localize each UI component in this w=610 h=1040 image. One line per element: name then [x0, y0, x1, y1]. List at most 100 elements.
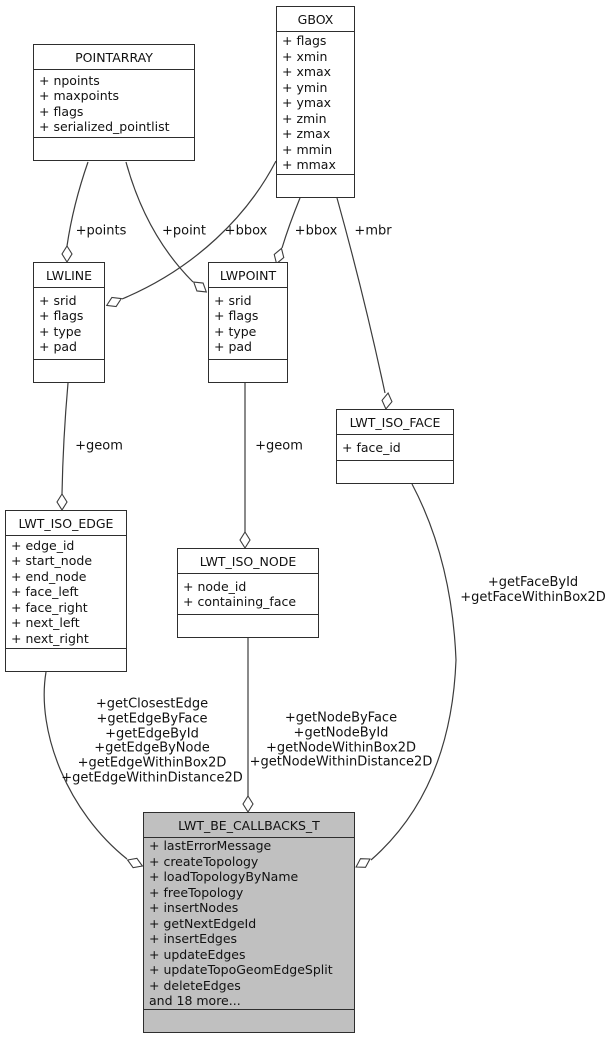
aggregation-diamond [105, 296, 123, 308]
edge-label-point: +point [161, 223, 207, 239]
class-attribute: + type [214, 323, 257, 339]
edge-label-line: +getClosestEdge [95, 696, 209, 712]
class-attribute: + mmax [282, 157, 336, 173]
edge-label-line: +getEdgeWithinDistance2D [61, 770, 243, 786]
class-methods-empty [277, 175, 354, 197]
class-attribute: + flags [282, 33, 327, 49]
class-methods-empty [6, 649, 126, 671]
class-attributes: + lastErrorMessage + createTopology + lo… [144, 838, 354, 1010]
class-title: POINTARRAY [34, 45, 194, 70]
edge-label-mbr: +mbr [354, 223, 392, 239]
class-attribute: + start_node [11, 553, 93, 569]
class-title: LWPOINT [209, 263, 287, 288]
class-box-pointarray[interactable]: POINTARRAY + npoints + maxpoints + flags… [33, 44, 195, 161]
class-box-lwt-iso-edge[interactable]: LWT_ISO_EDGE + edge_id + start_node + en… [5, 510, 127, 672]
edge-label-line: +getFaceWithinBox2D [460, 590, 606, 605]
edge-label-bbox-lwpoint: +bbox [294, 223, 338, 239]
class-title: LWT_ISO_EDGE [6, 511, 126, 536]
class-attribute: + lastErrorMessage [149, 838, 272, 854]
edge-label-line: +getNodeWithinDistance2D [249, 754, 433, 770]
edge-gbox-lwpoint-bbox [281, 197, 301, 249]
class-methods-empty [209, 360, 287, 382]
class-attributes: + face_id [337, 435, 453, 461]
edge-lwline-isoedge-geom [61, 382, 69, 495]
class-title: LWT_BE_CALLBACKS_T [144, 813, 354, 838]
class-attribute: + serialized_pointlist [39, 119, 170, 134]
class-attribute: + ymin [282, 79, 328, 95]
edge-label-line: +getEdgeByNode [94, 741, 210, 756]
edge-label-bbox-lwline: +bbox [224, 223, 268, 239]
class-box-lwt-be-callbacks-t[interactable]: LWT_BE_CALLBACKS_T + lastErrorMessage + … [143, 812, 355, 1033]
class-attribute: + pad [214, 339, 252, 354]
edge-label-line: +getFaceById [487, 575, 579, 591]
class-box-lwt-iso-node[interactable]: LWT_ISO_NODE + node_id + containing_face [177, 548, 319, 638]
class-attributes: + npoints + maxpoints + flags + serializ… [34, 70, 194, 138]
class-attribute: + pad [39, 339, 77, 354]
class-methods-empty [144, 1010, 354, 1032]
class-attributes: + srid + flags + type + pad [209, 288, 287, 360]
edge-label-line: +getNodeByFace [284, 710, 398, 726]
class-attribute: + loadTopologyByName [149, 869, 299, 885]
edge-label-node-callbacks: +getNodeByFace +getNodeById +getNodeWith… [250, 711, 433, 770]
class-attribute: + srid [39, 292, 77, 308]
class-attribute: + freeTopology [149, 884, 244, 900]
class-attribute: + deleteEdges [149, 977, 241, 993]
edge-label-line: +getEdgeWithinBox2D [77, 755, 227, 771]
class-attribute: + next_right [11, 630, 89, 646]
class-attribute: + end_node [11, 568, 87, 584]
class-attribute: + flags [39, 103, 84, 119]
class-methods-empty [34, 138, 194, 160]
aggregation-diamond [61, 244, 73, 264]
edge-gbox-lwline-bbox [121, 160, 277, 300]
class-box-lwline[interactable]: LWLINE + srid + flags + type + pad [33, 262, 105, 383]
edge-pointarray-lwline-points [66, 161, 89, 247]
class-attribute: + updateTopoGeomEdgeSplit [149, 962, 333, 978]
class-box-gbox[interactable]: GBOX + flags + xmin + xmax + ymin + ymax… [276, 6, 355, 198]
class-box-lwpoint[interactable]: LWPOINT + srid + flags + type + pad [208, 262, 288, 383]
aggregation-diamond [355, 858, 371, 868]
class-attribute: + flags [39, 308, 84, 323]
class-methods-empty [178, 615, 318, 637]
class-attribute: + edge_id [11, 537, 75, 553]
edge-label-line: +getNodeWithinBox2D [266, 740, 416, 755]
class-attribute: + insertEdges [149, 931, 238, 947]
class-attribute: + srid [214, 292, 252, 308]
class-attribute: + xmin [282, 48, 328, 64]
class-title: LWT_ISO_NODE [178, 549, 318, 574]
class-attribute: + updateEdges [149, 946, 246, 962]
edge-label-line: +getNodeById [293, 725, 389, 741]
class-attribute: + ymax [282, 95, 332, 111]
edge-label-line: +getEdgeById [105, 726, 199, 742]
class-attribute: + face_right [11, 599, 88, 615]
class-attribute: + xmax [282, 64, 332, 80]
aggregation-diamond [192, 281, 208, 293]
class-attribute: and 18 more... [149, 993, 241, 1009]
edge-isoface-callbacks [370, 483, 457, 861]
class-attribute: + insertNodes [149, 900, 239, 916]
class-methods-empty [337, 461, 453, 483]
class-methods-empty [34, 360, 104, 382]
class-attribute: + node_id [183, 578, 247, 594]
edge-label-points: +points [75, 223, 127, 239]
class-attribute: + mmin [282, 141, 333, 157]
edge-label-geom-lwline: +geom [75, 438, 123, 454]
edge-label-edge-callbacks: +getClosestEdge +getEdgeByFace +getEdgeB… [61, 696, 243, 787]
class-attribute: + containing_face [183, 594, 297, 609]
edge-isoedge-callbacks [43, 671, 128, 860]
class-attribute: + npoints [39, 72, 100, 88]
class-attributes: + edge_id + start_node + end_node + face… [6, 536, 126, 649]
class-box-lwt-iso-face[interactable]: LWT_ISO_FACE + face_id [336, 409, 454, 484]
edge-label-line: +getEdgeByFace [96, 711, 208, 727]
class-attribute: + face_left [11, 584, 79, 600]
edge-label-face-callbacks: +getFaceById +getFaceWithinBox2D [460, 575, 606, 606]
aggregation-diamond [381, 392, 393, 410]
class-attribute: + zmin [282, 110, 327, 126]
class-attribute: + flags [214, 308, 259, 323]
class-title: GBOX [277, 7, 354, 32]
edge-label-geom-lwpoint: +geom [255, 438, 303, 454]
class-title: LWT_ISO_FACE [337, 410, 453, 435]
aggregation-diamond [239, 530, 251, 550]
aggregation-diamond [242, 794, 254, 814]
